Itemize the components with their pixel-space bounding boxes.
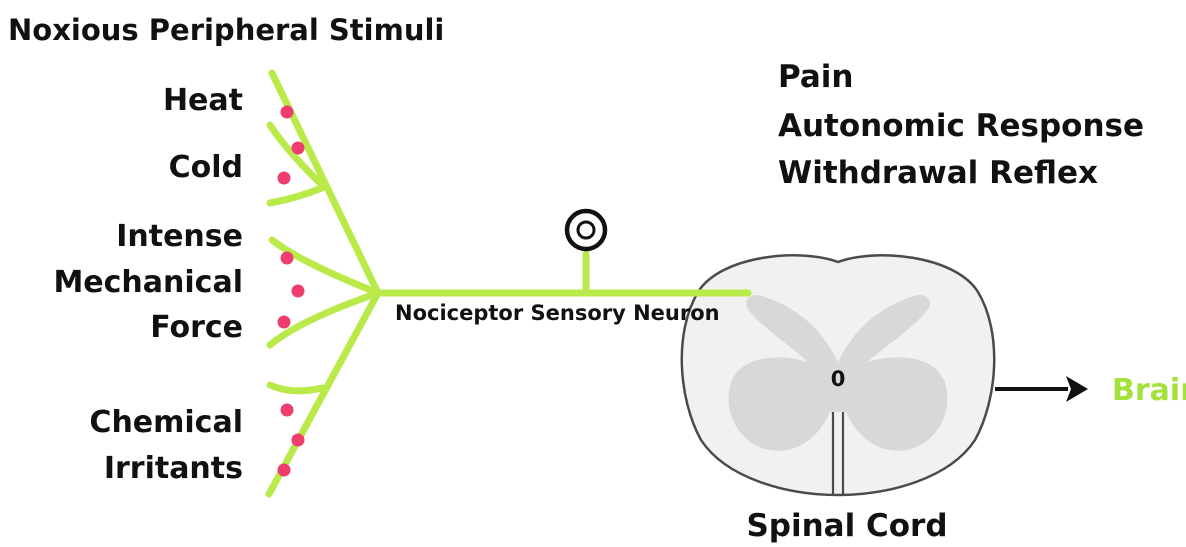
neuron-label: Nociceptor Sensory Neuron bbox=[395, 301, 720, 325]
nerve-twig-chemical-top bbox=[270, 385, 322, 391]
receptor-dot bbox=[281, 404, 294, 417]
nociceptor-fibers bbox=[269, 73, 748, 494]
response-autonomic-label: Autonomic Response bbox=[778, 108, 1144, 144]
receptor-dot bbox=[292, 285, 305, 298]
arrow-to-brain bbox=[995, 376, 1088, 402]
receptor-dot bbox=[281, 106, 294, 119]
diagram-title: Noxious Peripheral Stimuli bbox=[8, 13, 444, 47]
neuron-cell-body bbox=[567, 211, 605, 249]
brain-label: Brain bbox=[1112, 373, 1186, 408]
response-withdrawal-label: Withdrawal Reflex bbox=[778, 155, 1098, 191]
stimulus-chemical-line1: Chemical bbox=[89, 405, 243, 440]
stimulus-mechanical-line1: Intense bbox=[116, 219, 243, 254]
spinal-cord-label: Spinal Cord bbox=[746, 508, 947, 544]
stimulus-chemical-line2: Irritants bbox=[104, 451, 243, 486]
receptor-dot bbox=[281, 252, 294, 265]
receptor-dot bbox=[292, 142, 305, 155]
stimulus-cold-label: Cold bbox=[169, 150, 243, 185]
spinal-center-label: 0 bbox=[831, 367, 846, 391]
stimulus-mechanical-line3: Force bbox=[150, 310, 243, 345]
cell-body-inner-ring bbox=[578, 222, 594, 238]
receptor-dot bbox=[278, 172, 291, 185]
receptor-dot bbox=[278, 316, 291, 329]
stimulus-mechanical-line2: Mechanical bbox=[53, 265, 243, 300]
arrow-head bbox=[1066, 376, 1088, 402]
nerve-twig-cold bbox=[270, 187, 324, 203]
stimulus-heat-label: Heat bbox=[163, 83, 243, 118]
receptor-dot bbox=[292, 434, 305, 447]
receptor-dot bbox=[278, 464, 291, 477]
response-pain-label: Pain bbox=[778, 59, 854, 95]
